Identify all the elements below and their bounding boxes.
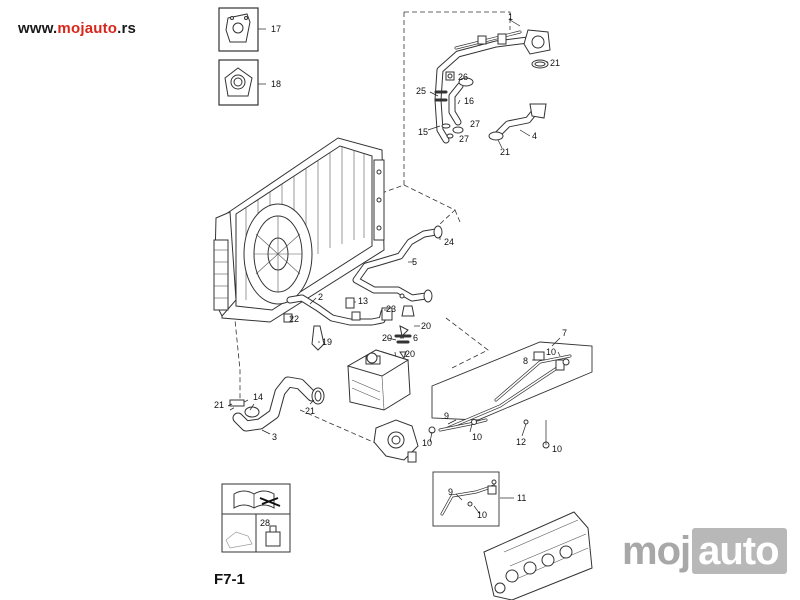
label-27-b: 27 <box>459 134 469 144</box>
expansion-tank <box>346 349 411 411</box>
water-outlet-pipe-1 <box>434 29 551 144</box>
label-3: 3 <box>272 432 277 442</box>
site-prefix: www. <box>18 20 58 37</box>
label-9-b: 9 <box>448 487 453 497</box>
label-10-e: 10 <box>477 510 487 520</box>
label-23: 23 <box>386 304 396 314</box>
site-brand: mojauto <box>57 20 118 37</box>
label-11: 11 <box>517 493 526 503</box>
watermark-logo: moj auto <box>618 528 787 574</box>
label-21-bottom: 21 <box>305 406 315 416</box>
label-21-mid: 21 <box>500 147 510 157</box>
label-1: 1 <box>508 12 513 22</box>
tube-group-7 <box>428 341 593 449</box>
hose-3 <box>229 376 325 432</box>
cylinder-head <box>483 511 593 600</box>
site-url: www.mojauto.rs <box>18 20 136 37</box>
tube-group-11 <box>432 471 500 527</box>
label-12: 12 <box>516 437 526 447</box>
thermostat-housing <box>373 419 419 463</box>
label-18: 18 <box>271 79 281 89</box>
toolkit-icon <box>233 490 281 509</box>
label-10-a: 10 <box>546 347 556 357</box>
label-19: 19 <box>322 337 332 347</box>
label-20-a: 20 <box>421 321 431 331</box>
hose-16 <box>441 77 474 139</box>
label-6: 6 <box>413 333 418 343</box>
label-16: 16 <box>464 96 474 106</box>
label-20-b: 20 <box>382 333 392 343</box>
radiator-assembly <box>213 137 385 323</box>
coolant-bottle-icon <box>265 525 281 547</box>
label-24: 24 <box>444 237 454 247</box>
label-8: 8 <box>523 356 528 366</box>
hose-5 <box>352 225 443 303</box>
label-22: 22 <box>289 314 299 324</box>
part-labels: 17 18 1 21 26 25 16 27 15 27 4 21 24 5 2… <box>214 12 567 528</box>
label-9-a: 9 <box>444 411 449 421</box>
label-15: 15 <box>418 127 428 137</box>
label-5: 5 <box>412 257 417 267</box>
hose-2 <box>283 294 415 360</box>
label-26: 26 <box>458 72 468 82</box>
label-17: 17 <box>271 24 281 34</box>
label-10-c: 10 <box>422 438 432 448</box>
page-code: F7-1 <box>214 571 245 588</box>
watermark-part-a: moj <box>622 529 691 573</box>
label-21-left: 21 <box>214 400 224 410</box>
leader-lines <box>227 19 561 515</box>
hose-4 <box>488 103 547 141</box>
label-10-d: 10 <box>552 444 562 454</box>
label-27-a: 27 <box>470 119 480 129</box>
label-21-top: 21 <box>550 58 560 68</box>
label-4: 4 <box>532 131 537 141</box>
label-25: 25 <box>416 86 426 96</box>
label-20-c: 20 <box>405 349 415 359</box>
reference-box <box>221 483 291 553</box>
site-suffix: .rs <box>117 20 137 37</box>
gasket-18-inset <box>218 59 266 106</box>
label-14: 14 <box>253 392 263 402</box>
gasket-17-inset <box>218 7 266 52</box>
label-7: 7 <box>562 328 567 338</box>
watermark-part-b: auto <box>692 528 787 574</box>
label-28: 28 <box>260 518 270 528</box>
label-13: 13 <box>358 296 368 306</box>
label-2: 2 <box>318 292 323 302</box>
label-10-b: 10 <box>472 432 482 442</box>
